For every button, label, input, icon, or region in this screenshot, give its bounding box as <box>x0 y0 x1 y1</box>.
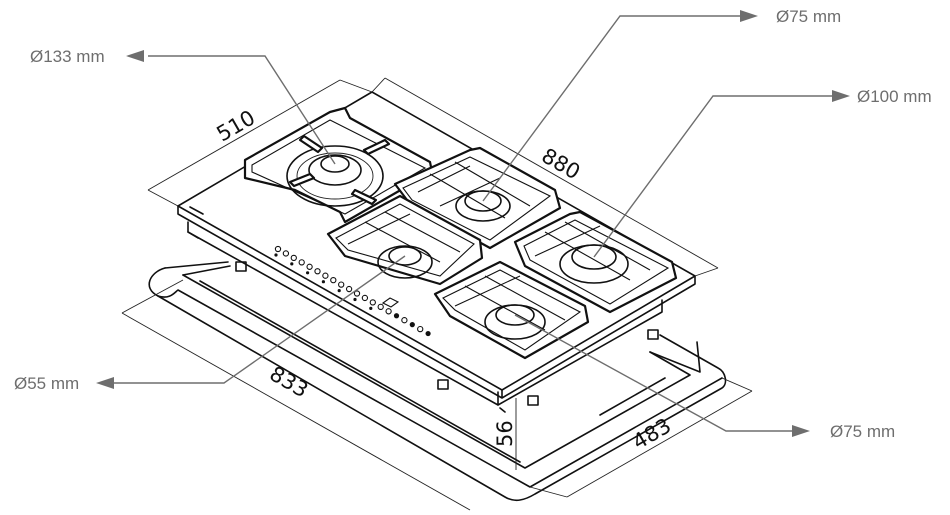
control-indicator <box>290 254 297 262</box>
front-left-grate-bars <box>347 211 461 263</box>
dimension-483: 483 <box>529 377 753 498</box>
control-indicator <box>306 263 313 270</box>
rear-right-burner-grate <box>513 210 678 314</box>
control-indicator <box>401 317 408 324</box>
hob-base-tray-bottom <box>187 231 506 413</box>
control-indicator-marker <box>353 297 357 302</box>
control-indicator <box>282 250 290 257</box>
callout-label-front-left: Ø55 mm <box>14 374 79 393</box>
front-left-burner-ring <box>377 245 433 279</box>
rear-right-grate-inner <box>523 219 670 305</box>
control-indicator-marker <box>321 280 325 284</box>
control-indicator <box>298 259 305 266</box>
wok-grate-prong <box>362 138 391 156</box>
dimension-label-833: 833 <box>266 362 313 403</box>
wok-grate-prong <box>288 172 316 188</box>
callout-wok-burner: Ø133 mm <box>30 47 336 165</box>
countertop-outer-edge <box>148 267 727 502</box>
countertop-front-edge <box>157 289 723 488</box>
countertop-top-edge <box>164 261 229 269</box>
control-indicator <box>274 245 282 253</box>
front-left-grate-frame <box>326 194 484 286</box>
rear-right-burner-cap <box>571 244 617 270</box>
wok-burner-ring-2 <box>296 152 374 200</box>
countertop-cutout-frame <box>148 261 727 502</box>
callout-label-front-right: Ø75 mm <box>830 422 895 441</box>
wok-grate-inner <box>251 119 427 215</box>
hob-foot <box>437 379 449 390</box>
rear-right-grate-frame <box>513 210 678 314</box>
arrow-left-icon <box>126 50 144 62</box>
front-right-burner-cap <box>495 304 535 326</box>
rear-middle-burner-cap <box>464 190 502 212</box>
control-panel <box>274 245 431 337</box>
control-indicator <box>353 290 361 297</box>
control-indicator <box>361 294 369 302</box>
callout-label-rear-middle: Ø75 mm <box>776 7 841 26</box>
control-indicator-marker <box>369 306 373 310</box>
control-indicator-marker <box>290 262 294 266</box>
brand-mark <box>189 206 204 215</box>
arrow-left-icon <box>96 377 114 389</box>
hob-foot <box>647 329 659 340</box>
dimension-label-510: 510 <box>213 105 260 146</box>
control-indicator <box>314 268 321 275</box>
rear-middle-grate-inner <box>402 156 552 241</box>
dimension-label-56: 56 <box>493 420 517 447</box>
wok-burner-ring-3 <box>308 154 362 186</box>
control-indicator-marker <box>337 289 341 293</box>
dimension-833: 833 <box>121 279 471 511</box>
control-indicator <box>425 330 431 337</box>
front-left-grate-inner <box>335 203 475 277</box>
callout-label-wok: Ø133 mm <box>30 47 105 66</box>
control-indicator <box>417 325 424 333</box>
dimension-56: 56 <box>493 398 517 470</box>
front-right-grate-inner <box>442 269 582 351</box>
front-left-burner-grate <box>326 194 484 286</box>
control-indicator-marker <box>306 271 310 275</box>
callout-front-left-burner: Ø55 mm <box>14 255 406 393</box>
callout-front-right-burner: Ø75 mm <box>514 314 895 441</box>
control-indicator <box>385 308 392 315</box>
cutout-inner-rear <box>182 265 231 276</box>
hob-foot <box>235 261 247 272</box>
cutout-inner-step <box>199 280 666 463</box>
cutout-inner-left <box>182 274 691 469</box>
front-left-burner-cap <box>388 246 422 266</box>
hob-glass-edge <box>177 205 696 399</box>
square-display-icon <box>381 297 400 308</box>
wok-grate-prong <box>350 188 378 206</box>
cutout-inner-right <box>649 341 701 373</box>
wok-burner-outer-ring <box>286 145 384 207</box>
control-indicator <box>322 272 329 279</box>
wok-burner-cap <box>320 155 350 173</box>
wok-grate-prong <box>298 134 324 154</box>
callout-rear-right-burner: Ø100 mm <box>593 87 932 258</box>
wok-burner-grate <box>243 106 434 224</box>
hob-foot <box>527 395 539 406</box>
control-indicator <box>338 281 345 288</box>
callout-rear-middle-burner: Ø75 mm <box>482 7 841 202</box>
control-indicator <box>393 313 400 319</box>
control-indicator-marker <box>274 253 278 257</box>
arrow-right-icon <box>792 425 810 437</box>
control-indicator <box>369 299 376 306</box>
arrow-right-icon <box>832 90 850 102</box>
callout-label-rear-right: Ø100 mm <box>857 87 932 106</box>
control-indicator <box>377 303 384 310</box>
control-indicator <box>409 322 415 328</box>
arrow-right-icon <box>740 10 758 22</box>
control-indicator <box>330 276 337 284</box>
control-indicator <box>345 285 353 293</box>
front-right-grate-bars <box>454 275 566 331</box>
